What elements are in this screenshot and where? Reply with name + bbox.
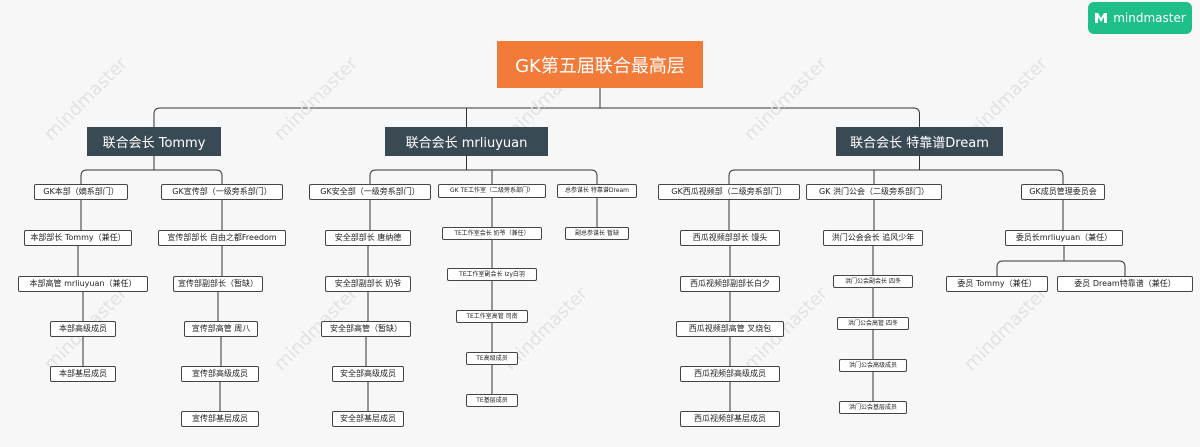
dept-item[interactable]: 宣传部高管 周八 bbox=[184, 321, 258, 337]
dept-item[interactable]: 安全部部长 唐纳德 bbox=[325, 230, 411, 246]
dept-item[interactable]: 洪门公会基层成员 bbox=[839, 401, 907, 414]
dept-member-committee[interactable]: GK成员管理委员会 bbox=[1021, 184, 1105, 200]
branch-dream[interactable]: 联合会长 特靠谱Dream bbox=[836, 127, 1003, 156]
dept-item[interactable]: 宣传部基层成员 bbox=[181, 411, 259, 427]
dept-item[interactable]: TE工作室副会长 Izy白羽 bbox=[447, 268, 537, 281]
dept-item[interactable]: 宣传部高级成员 bbox=[181, 366, 259, 382]
root-node[interactable]: GK第五届联合最高层 bbox=[497, 41, 703, 88]
dept-item[interactable]: 安全部基层成员 bbox=[332, 411, 404, 427]
dept-item[interactable]: 安全部副部长 奶爷 bbox=[325, 276, 411, 292]
connector-line bbox=[153, 107, 920, 127]
mindmaster-badge: mindmaster bbox=[1088, 2, 1192, 34]
dept-anquan[interactable]: GK安全部（一级旁系部门） bbox=[309, 184, 431, 200]
dept-item[interactable]: 洪门公会副会长 四冬 bbox=[833, 275, 913, 288]
chief-of-staff[interactable]: 总参谋长 特靠谱Dream bbox=[557, 184, 637, 198]
branch-tommy[interactable]: 联合会长 Tommy bbox=[87, 127, 221, 156]
connector-line bbox=[996, 260, 1126, 276]
dept-item[interactable]: 西瓜视频部高级成员 bbox=[680, 366, 780, 382]
dept-item[interactable]: 洪门公会高管 四冬 bbox=[837, 317, 909, 330]
dept-item[interactable]: 西瓜视频部部长 馒头 bbox=[680, 230, 780, 246]
dept-item[interactable]: 本部部长 Tommy（兼任） bbox=[24, 230, 132, 246]
dept-item[interactable]: TE工作室会长 奶爷（兼任） bbox=[442, 227, 542, 240]
dept-item[interactable]: 西瓜视频部基层成员 bbox=[680, 411, 780, 427]
dept-item[interactable]: 安全部高级成员 bbox=[332, 366, 404, 382]
dept-item[interactable]: TE基层成员 bbox=[466, 394, 518, 407]
committee-member[interactable]: 委员 Dream特靠谱（兼任） bbox=[1057, 276, 1193, 292]
dept-hongmen-guild[interactable]: GK 洪门公会（二级旁系部门） bbox=[806, 184, 942, 200]
connector-line bbox=[728, 169, 1064, 184]
dept-item[interactable]: 宣传部副部长（暂缺） bbox=[173, 276, 263, 292]
brand-name: mindmaster bbox=[1113, 11, 1186, 25]
dept-item[interactable]: 副总参谋长 暂缺 bbox=[565, 227, 629, 240]
dept-item[interactable]: TE高级成员 bbox=[466, 352, 518, 365]
mindmaster-logo-icon bbox=[1095, 13, 1108, 23]
connector-line bbox=[369, 169, 598, 184]
dept-xuanchuan[interactable]: GK宣传部（一级旁系部门） bbox=[161, 184, 283, 200]
dept-item[interactable]: 洪门公会高级成员 bbox=[839, 359, 907, 372]
dept-benbu[interactable]: GK本部（嫡系部门） bbox=[34, 184, 128, 200]
connector-line bbox=[80, 169, 223, 184]
committee-chair[interactable]: 委员长mrliuyuan（兼任） bbox=[1005, 230, 1123, 246]
dept-te-studio[interactable]: GK TE工作室（二级旁系部门） bbox=[438, 184, 546, 198]
dept-item[interactable]: 西瓜视频部副部长白夕 bbox=[680, 276, 780, 292]
dept-xigua-video[interactable]: GK西瓜视频部（二级旁系部门） bbox=[658, 184, 800, 200]
dept-item[interactable]: 本部基层成员 bbox=[50, 366, 116, 382]
branch-mrliuyuan[interactable]: 联合会长 mrliuyuan bbox=[385, 127, 548, 156]
dept-item[interactable]: 本部高级成员 bbox=[50, 321, 116, 337]
committee-member[interactable]: 委员 Tommy（兼任） bbox=[946, 276, 1048, 292]
dept-item[interactable]: 安全部高管（暂缺） bbox=[321, 321, 411, 337]
dept-item[interactable]: TE工作室高管 司南 bbox=[456, 310, 528, 323]
dept-item[interactable]: 西瓜视频部高管 叉烧包 bbox=[676, 321, 784, 337]
dept-item[interactable]: 本部高管 mrliuyuan（兼任） bbox=[18, 276, 148, 292]
dept-item[interactable]: 宣传部部长 自由之都Freedom bbox=[158, 230, 286, 246]
dept-item[interactable]: 洪门公会会长 追风少年 bbox=[823, 230, 923, 246]
